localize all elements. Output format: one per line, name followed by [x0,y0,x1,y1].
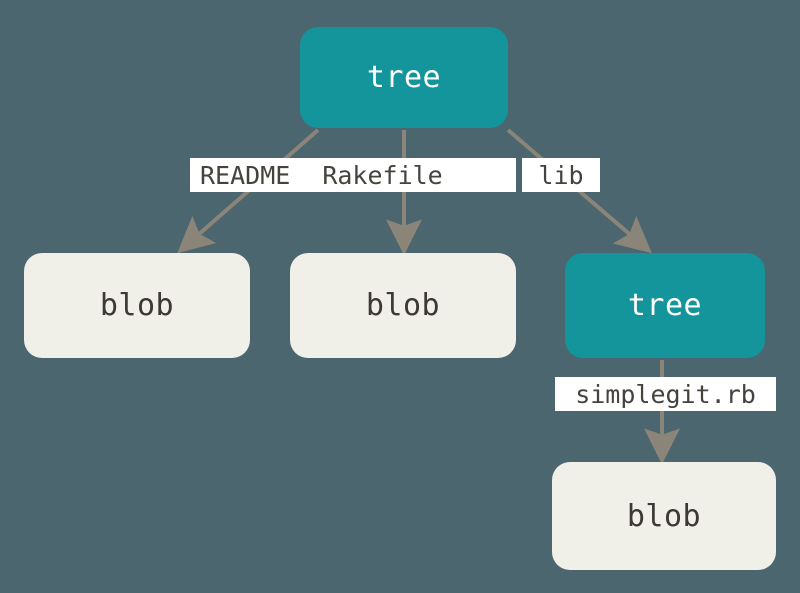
edge-label-simplegit-text: simplegit.rb [575,379,756,409]
node-tree-root[interactable]: tree [300,27,508,128]
node-label: tree [627,288,703,323]
node-blob-readme[interactable]: blob [24,253,250,358]
node-blob-rakefile[interactable]: blob [290,253,516,358]
edge-label-lib-text: lib [538,160,584,190]
node-label: tree [366,60,442,95]
edge-label-simplegit: simplegit.rb [555,377,776,411]
node-label: blob [365,288,441,323]
edge-label-rakefile: Rakefile [322,160,443,190]
node-tree-lib[interactable]: tree [565,253,765,358]
node-blob-simplegit[interactable]: blob [552,462,776,570]
node-label: blob [99,288,175,323]
edge-label-readme: README [200,160,291,190]
edge-label-lib: lib [522,158,600,192]
node-label: blob [626,498,702,534]
edge-label-readme-rakefile-group: README Rakefile [190,158,516,192]
